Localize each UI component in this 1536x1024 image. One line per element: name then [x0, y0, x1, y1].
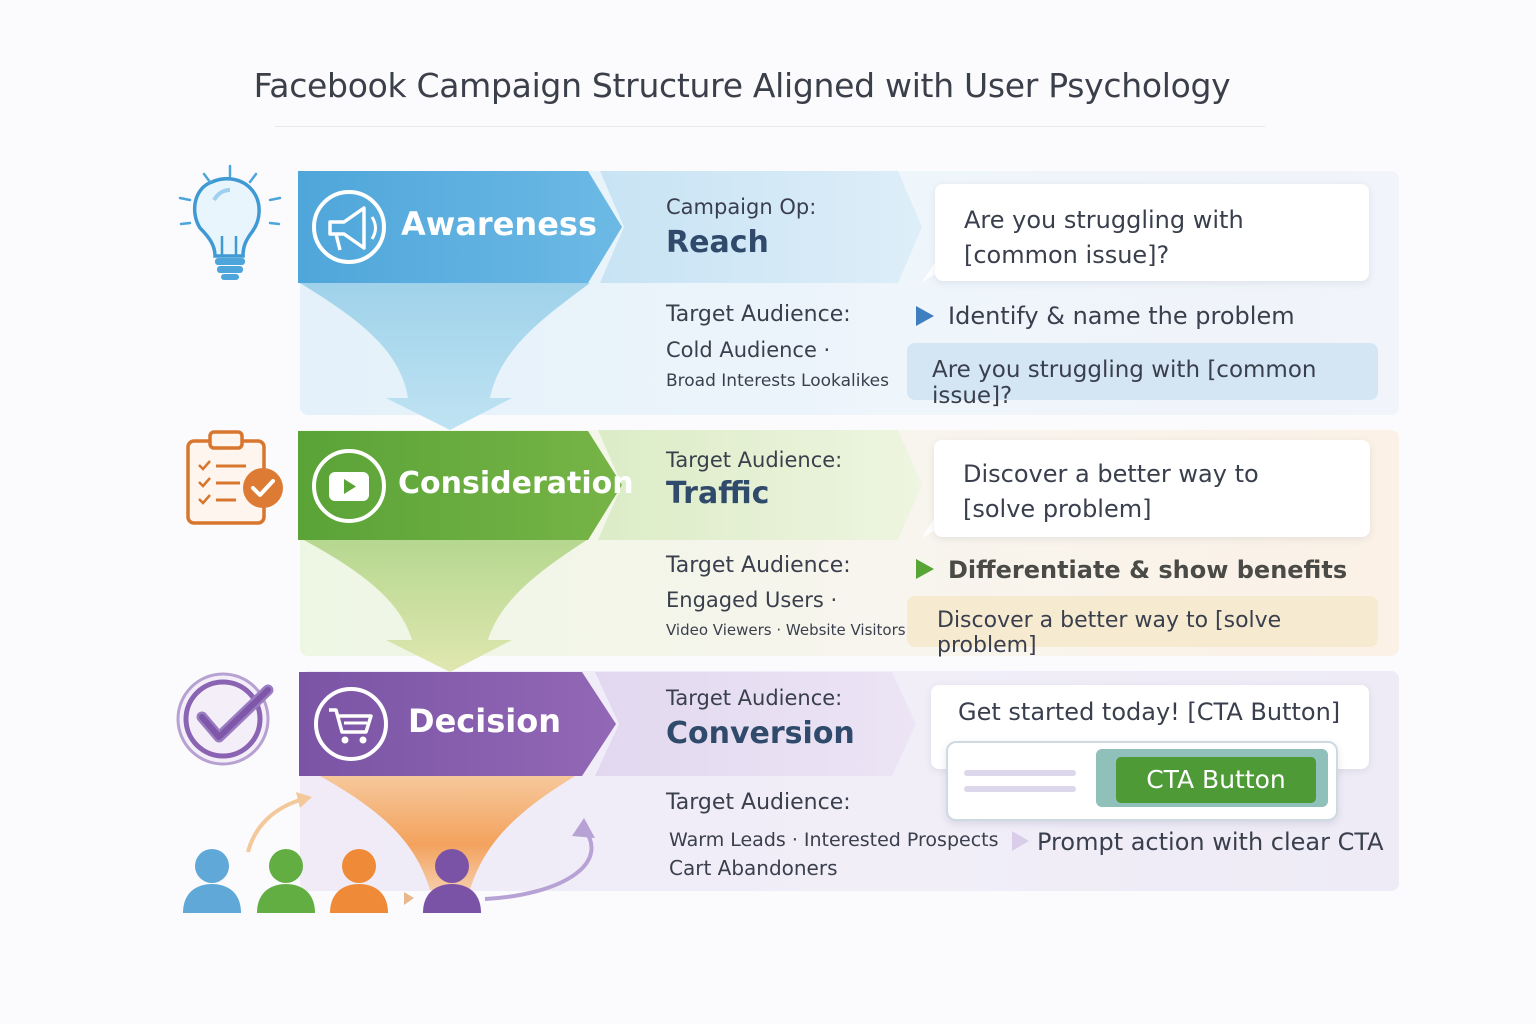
message-goal: Identify & name the problem — [948, 302, 1295, 330]
message-example-strip: Discover a better way to [solve problem] — [907, 596, 1378, 658]
campaign-op-caption: Target Audience: — [666, 448, 843, 472]
consideration-stage-arrow — [298, 431, 622, 540]
target-audience-heading: Target Audience: — [666, 553, 851, 578]
campaign-op-caption: Target Audience: — [666, 686, 843, 710]
page-title: Facebook Campaign Structure Aligned with… — [253, 66, 1231, 105]
target-audience-line: Broad Interests Lookalikes — [666, 371, 890, 391]
bullet-arrow-icon — [1012, 831, 1029, 851]
clipboard-checklist-icon — [186, 430, 283, 525]
person-orange-icon — [330, 849, 388, 913]
title-divider — [275, 126, 1265, 127]
message-goal: Differentiate & show benefits — [948, 556, 1348, 584]
message-example-text: Discover a better way to [solve problem] — [937, 608, 1282, 658]
awareness-funnel — [300, 283, 590, 430]
message-example-text: Are you struggling with [common issue]? — [932, 357, 1317, 409]
bullet-arrow-icon — [916, 306, 934, 326]
lightbulb-icon — [178, 164, 282, 280]
campaign-op-value: Conversion — [666, 716, 855, 751]
ad-copy-line: Get started today! [CTA Button] — [958, 698, 1341, 726]
shopping-cart-icon — [314, 687, 388, 761]
campaign-op-value: Traffic — [666, 476, 770, 511]
person-green-icon — [257, 849, 315, 913]
target-audience-line: Engaged Users · — [666, 588, 838, 612]
ad-copy-line: [solve problem] — [963, 495, 1152, 523]
curved-return-arrow-icon — [484, 828, 594, 901]
stage-label-awareness: Awareness — [401, 205, 597, 243]
awareness-stage-arrow — [298, 171, 622, 283]
stage-label-consideration: Consideration — [398, 466, 634, 501]
consideration-funnel — [300, 538, 590, 672]
ad-copy-line: Discover a better way to — [963, 460, 1259, 488]
campaign-op-caption: Campaign Op: — [666, 195, 817, 219]
campaign-op-value: Reach — [666, 225, 769, 260]
stage-label-decision: Decision — [408, 702, 561, 740]
target-audience-line: Cold Audience · — [666, 338, 831, 362]
person-purple-icon — [423, 849, 481, 913]
consideration-op-chevron — [598, 430, 922, 540]
target-audience-line: Cart Abandoners — [669, 856, 838, 880]
megaphone-icon — [312, 190, 386, 264]
placeholder-line — [964, 770, 1076, 776]
small-arrow-icon — [404, 892, 414, 905]
curved-up-arrow-icon — [246, 798, 301, 853]
ad-copy-card: Are you struggling with [common issue]? — [935, 184, 1369, 281]
ad-copy-line: Are you struggling with — [964, 206, 1244, 234]
bullet-arrow-icon — [916, 559, 934, 579]
person-blue-icon — [183, 849, 241, 913]
target-audience-line: Warm Leads · Interested Prospects — [669, 829, 999, 851]
target-audience-line: Video Viewers · Website Visitors — [666, 621, 906, 639]
checkmark-circle-icon — [176, 672, 274, 766]
cta-button[interactable]: CTA Button — [1116, 757, 1316, 803]
ad-copy-line: [common issue]? — [964, 241, 1170, 269]
target-audience-heading: Target Audience: — [666, 790, 851, 815]
ad-copy-card: Discover a better way to [solve problem] — [934, 440, 1370, 537]
awareness-op-chevron — [600, 171, 922, 283]
target-audience-heading: Target Audience: — [666, 302, 851, 327]
decision-op-chevron — [595, 672, 916, 776]
decision-funnel — [320, 776, 575, 890]
placeholder-line — [964, 786, 1076, 792]
decision-stage-arrow — [299, 672, 616, 776]
play-video-icon — [312, 449, 386, 523]
message-example-strip: Are you struggling with [common issue]? — [907, 343, 1378, 409]
message-goal: Prompt action with clear CTA — [1037, 828, 1384, 856]
